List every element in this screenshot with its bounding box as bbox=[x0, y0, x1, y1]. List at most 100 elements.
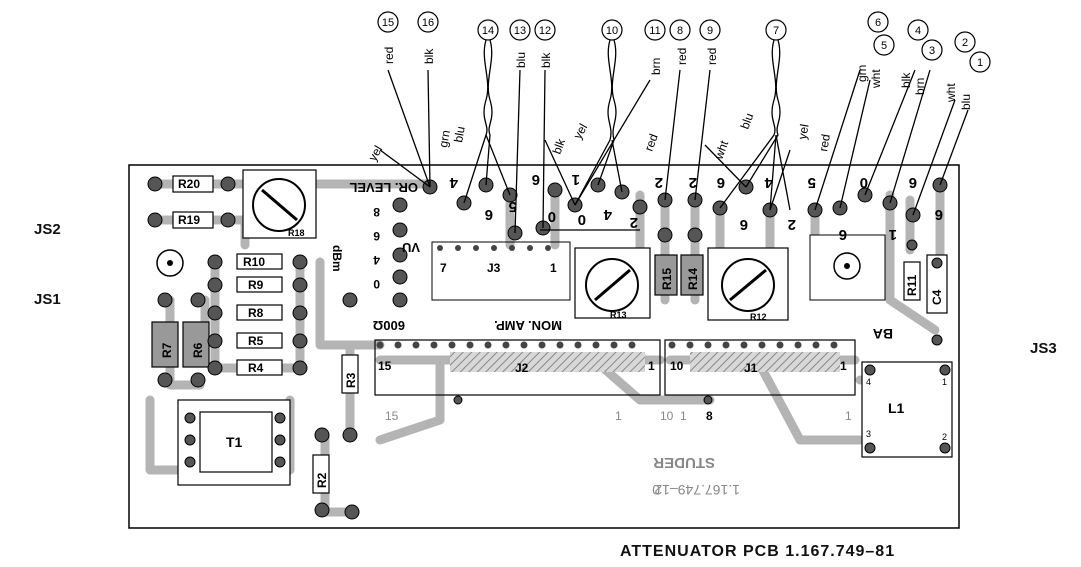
wire-9-num: 9 bbox=[707, 25, 713, 37]
silk-bottom-1c: 1 bbox=[845, 409, 852, 423]
silk-l1-pin2: 2 bbox=[942, 432, 947, 442]
wire-9: 9 red bbox=[699, 19, 721, 65]
silk-dbm-4: 4 bbox=[373, 253, 380, 267]
label-r11: R11 bbox=[905, 274, 919, 296]
label-r12: R12 bbox=[750, 312, 767, 322]
label-r7: R7 bbox=[160, 342, 174, 358]
svg-text:6: 6 bbox=[839, 226, 847, 243]
label-r3: R3 bbox=[344, 372, 358, 388]
wire-3-color: brn bbox=[913, 78, 927, 95]
component-labels: R20 R19 R18 R10 R9 R8 R5 R4 R7 R6 R3 R2 … bbox=[160, 177, 944, 488]
svg-text:0: 0 bbox=[860, 174, 868, 191]
wire-7: 7 bbox=[765, 19, 787, 41]
svg-text:5: 5 bbox=[509, 198, 517, 215]
silk-ba: BA bbox=[873, 326, 893, 342]
label-t1: T1 bbox=[226, 434, 243, 450]
label-r18: R18 bbox=[288, 228, 305, 238]
j2-connector bbox=[374, 339, 661, 396]
label-j2-pin1: 1 bbox=[648, 359, 655, 373]
wire-13-num: 13 bbox=[514, 25, 526, 37]
wire-4-num: 4 bbox=[915, 25, 921, 37]
lead-wht-right: wht bbox=[711, 138, 731, 162]
label-r13: R13 bbox=[610, 310, 627, 320]
lead-grn: grn bbox=[436, 129, 453, 149]
silk-part-number: 1.167.749–12 bbox=[654, 482, 740, 498]
silk-dbm: dBm bbox=[330, 245, 344, 272]
label-r2: R2 bbox=[315, 472, 329, 488]
svg-text:0: 0 bbox=[548, 208, 556, 225]
silk-dbm-6: 6 bbox=[373, 229, 380, 243]
lead-blu-left: blu bbox=[451, 125, 468, 143]
j1-strip bbox=[690, 352, 840, 372]
wire-3-num: 3 bbox=[929, 45, 935, 57]
svg-text:2: 2 bbox=[788, 216, 796, 233]
label-j2-pin15: 15 bbox=[378, 359, 392, 373]
label-j2: J2 bbox=[515, 361, 529, 375]
lead-labels: yel grn blu blk yel red wht blu yel red bbox=[365, 111, 832, 163]
svg-text:6: 6 bbox=[935, 206, 943, 223]
wire-1-num: 1 bbox=[977, 57, 983, 69]
svg-text:2: 2 bbox=[689, 174, 697, 191]
lead-yel-right: yel bbox=[795, 123, 811, 141]
wire-9-color: red bbox=[705, 48, 719, 65]
silk-bottom-15: 15 bbox=[385, 409, 399, 423]
svg-text:5: 5 bbox=[808, 174, 816, 191]
silk-bottom-10: 10 bbox=[660, 409, 674, 423]
wire-12: 12 blk bbox=[534, 19, 556, 68]
pad-numbers: 4 6 5 6 0 1 0 4 2 2 2 6 6 4 2 5 0 6 6 1 … bbox=[449, 171, 943, 243]
label-c4: C4 bbox=[930, 289, 944, 305]
label-j1: J1 bbox=[744, 361, 758, 375]
wire-15-num: 15 bbox=[382, 17, 394, 29]
wire-1: 1 blu bbox=[959, 51, 991, 110]
silk-bottom-1b: 1 bbox=[680, 409, 687, 423]
wire-6: 6 grn bbox=[855, 11, 889, 82]
connector-pins bbox=[376, 245, 838, 349]
silk-mon-amp: MON. AMP. bbox=[494, 318, 562, 333]
wire-16-color: blk bbox=[422, 48, 436, 64]
wire-5: 5 wht bbox=[869, 34, 895, 89]
lead-yel-mid: yel bbox=[570, 121, 590, 141]
svg-text:6: 6 bbox=[909, 174, 917, 191]
wire-5-color: wht bbox=[869, 69, 883, 89]
js1-label: JS1 bbox=[34, 291, 61, 308]
svg-text:4: 4 bbox=[449, 174, 458, 191]
resistors bbox=[151, 175, 948, 494]
label-j1-pin1: 1 bbox=[840, 359, 847, 373]
wire-14-num: 14 bbox=[482, 25, 494, 37]
wire-15-color: red bbox=[382, 47, 396, 64]
lead-red-mid: red bbox=[642, 132, 661, 153]
silk-l1-pin1: 1 bbox=[942, 377, 947, 387]
silk-bottom-1a: 1 bbox=[615, 409, 622, 423]
silk-l1-pin4: 4 bbox=[866, 377, 871, 387]
label-j3-pin7: 7 bbox=[440, 261, 447, 275]
svg-text:2: 2 bbox=[630, 214, 638, 231]
wire-2: 2 wht bbox=[944, 31, 976, 103]
wire-callouts: 15 red 16 blk 14 13 blu 12 blk 10 11 bbox=[377, 11, 991, 110]
wire-8-num: 8 bbox=[677, 25, 683, 37]
wire-4-color: blk bbox=[899, 72, 913, 88]
label-r14: R14 bbox=[686, 268, 700, 290]
lead-red-right: red bbox=[816, 133, 833, 153]
silk-bottom-8: 8 bbox=[706, 409, 713, 423]
wire-4: 4 blk bbox=[899, 19, 929, 88]
svg-text:0: 0 bbox=[578, 211, 586, 228]
l1-inductor bbox=[861, 361, 953, 458]
label-r19: R19 bbox=[178, 213, 200, 227]
svg-text:4: 4 bbox=[603, 206, 612, 223]
label-r4: R4 bbox=[248, 361, 264, 375]
wire-6-color: grn bbox=[855, 65, 869, 82]
wire-16-num: 16 bbox=[422, 17, 434, 29]
label-r8: R8 bbox=[248, 306, 264, 320]
svg-text:6: 6 bbox=[717, 174, 725, 191]
wire-leads bbox=[379, 39, 969, 234]
js3-label: JS3 bbox=[1030, 340, 1057, 357]
wire-16: 16 blk bbox=[417, 11, 439, 64]
j2-strip bbox=[450, 352, 645, 372]
silk-dbm-0: 0 bbox=[373, 277, 380, 291]
silk-vu: VU bbox=[402, 240, 420, 255]
wire-1-color: blu bbox=[959, 94, 973, 110]
label-j1-pin10: 10 bbox=[670, 359, 684, 373]
j3-connector bbox=[431, 241, 571, 301]
wire-10: 10 bbox=[601, 19, 623, 41]
